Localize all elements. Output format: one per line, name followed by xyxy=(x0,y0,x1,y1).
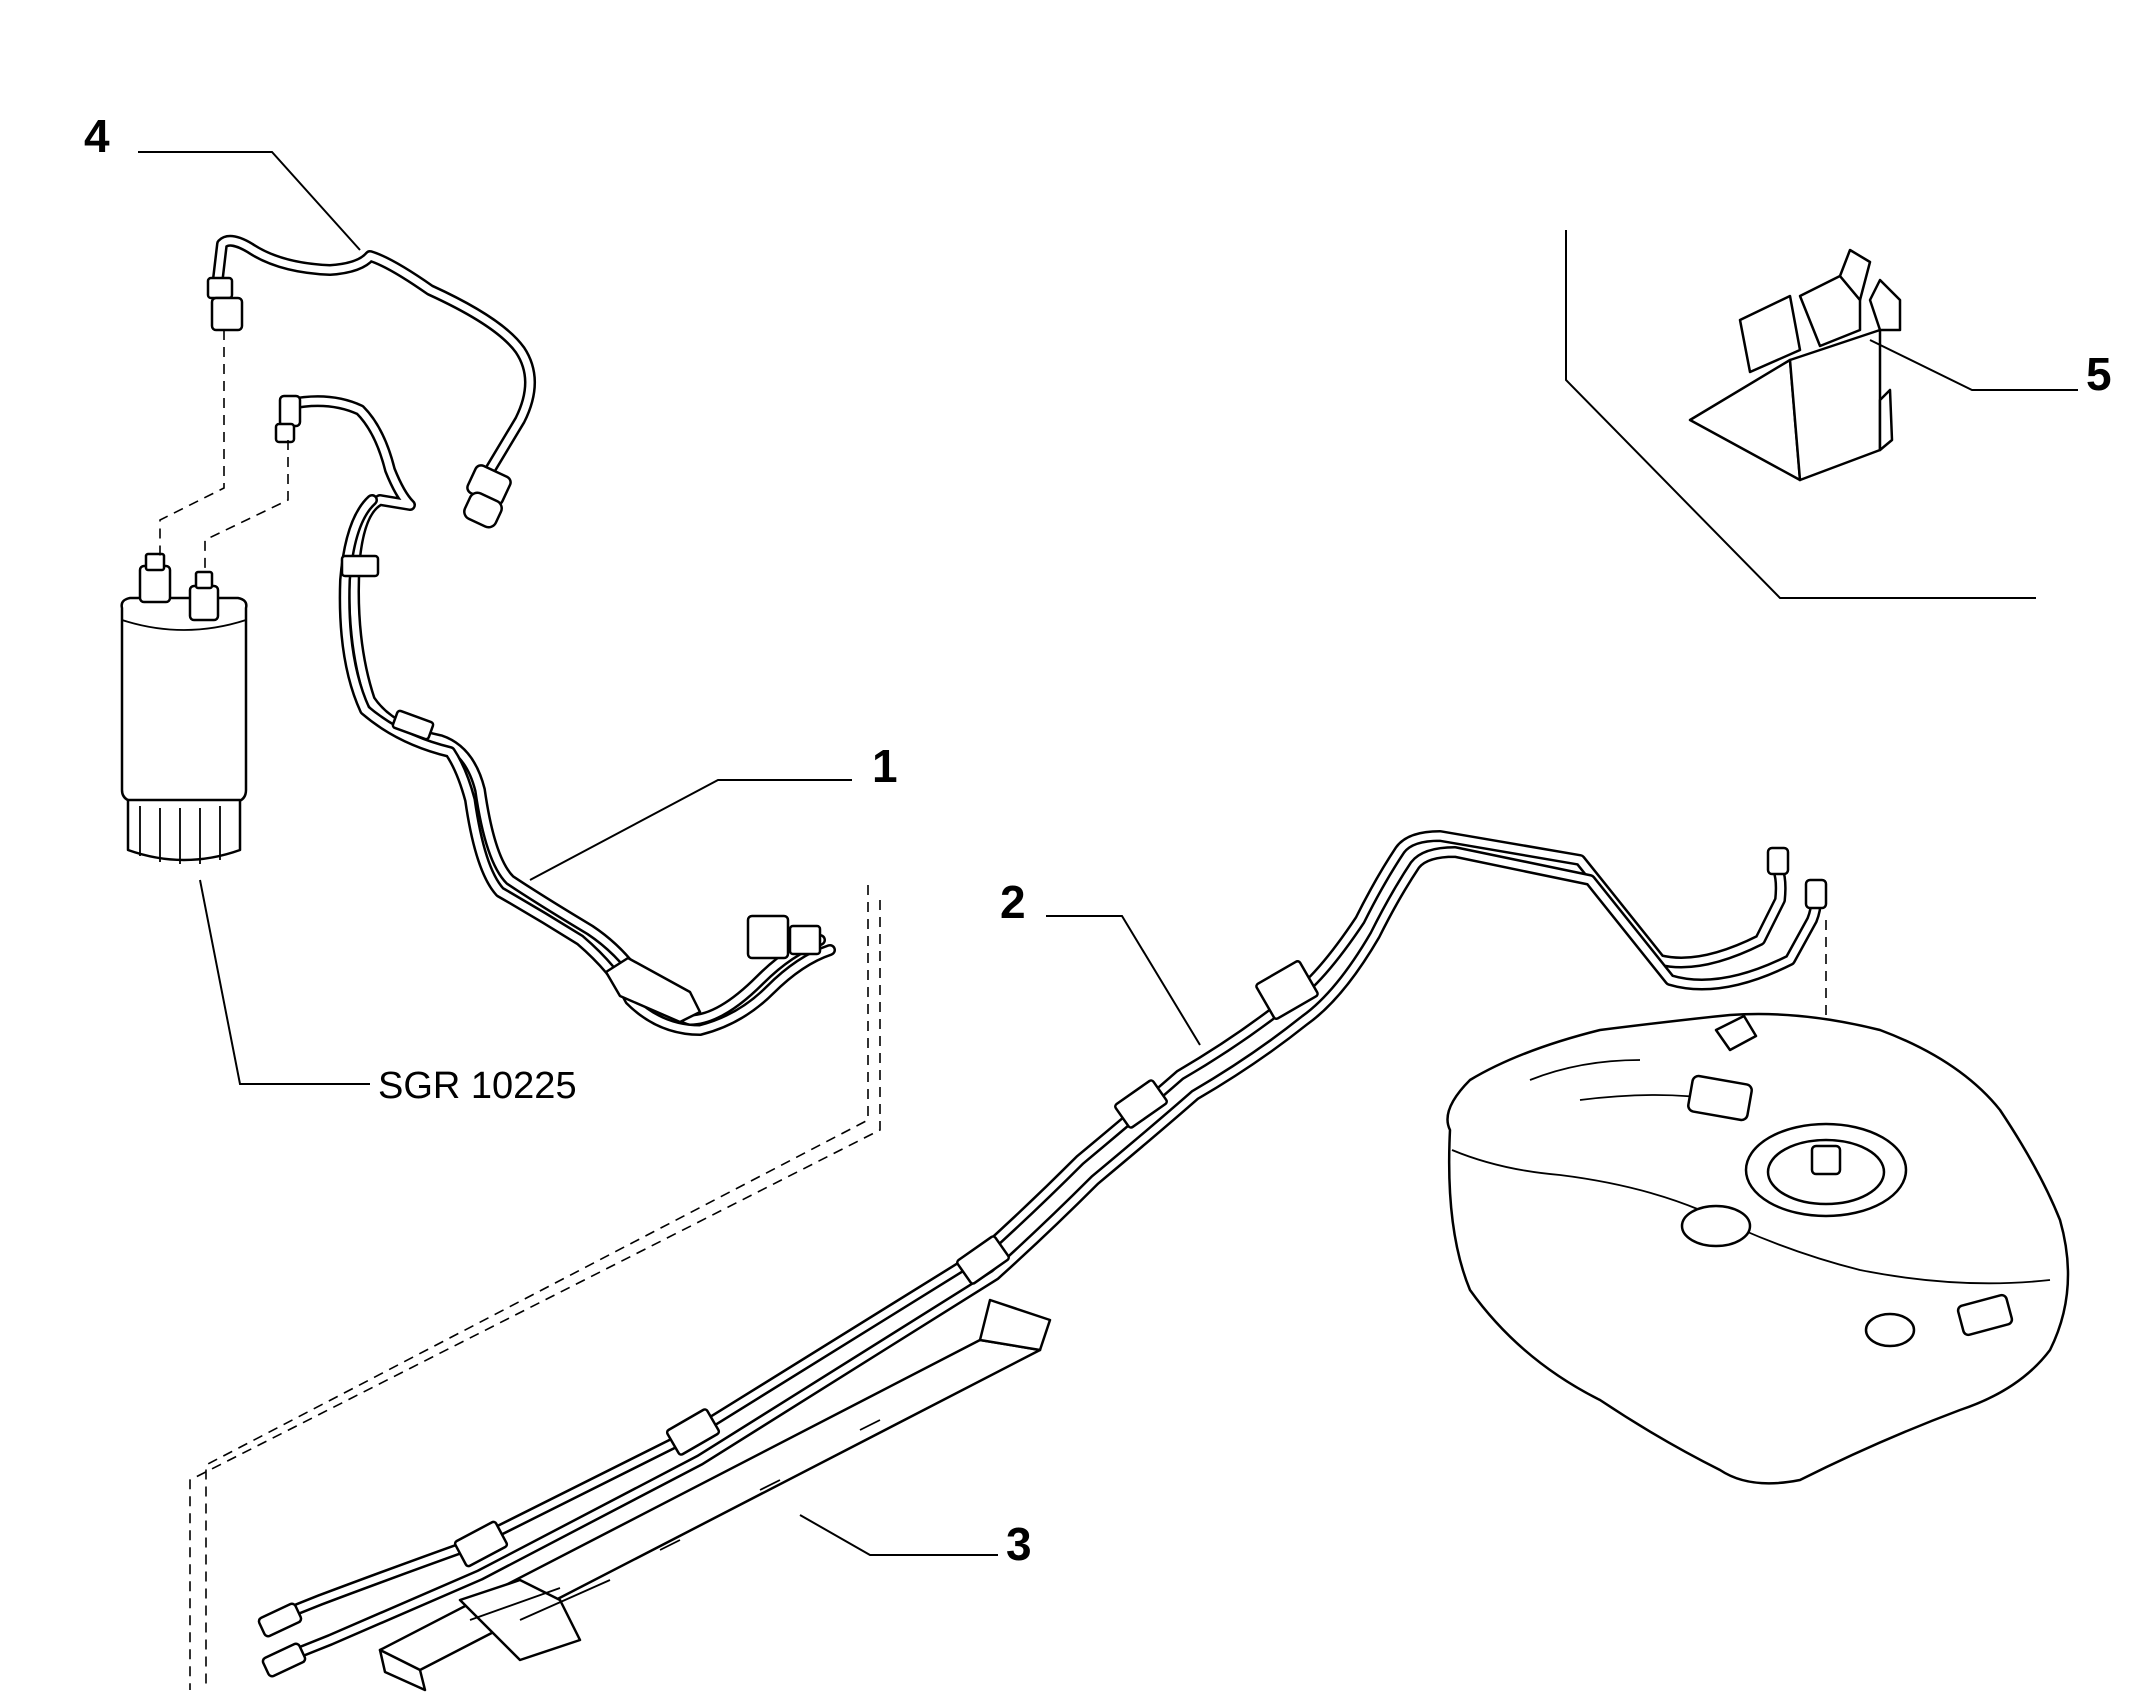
leader-line-refcode xyxy=(199,879,370,1085)
fuel-filter xyxy=(120,552,248,864)
callout-4: 4 xyxy=(84,110,110,162)
connection-dashed-lines xyxy=(159,330,1827,1690)
leader-line-2 xyxy=(1046,915,1201,1046)
callout-1: 1 xyxy=(872,740,898,792)
part-1-twin-fuel-line xyxy=(274,394,836,1036)
part-4-filter-outlet-pipe xyxy=(206,234,536,529)
filter-reference-code: SGR 10225 xyxy=(378,1065,577,1107)
fuel-tank xyxy=(1446,1012,2070,1485)
callout-5: 5 xyxy=(2086,348,2112,400)
callout-2: 2 xyxy=(1000,876,1026,928)
leader-line-1 xyxy=(529,779,852,881)
part-3-pipe-guard xyxy=(378,1298,1052,1692)
leader-line-3 xyxy=(799,1514,998,1556)
part-5-pipe-clip xyxy=(1688,248,1902,482)
callout-3: 3 xyxy=(1006,1518,1032,1570)
part-2-underbody-fuel-line xyxy=(257,830,1828,1678)
leader-line-5 xyxy=(1869,339,2078,391)
inset-frame-line xyxy=(1565,230,2036,599)
leader-line-4 xyxy=(138,151,361,251)
